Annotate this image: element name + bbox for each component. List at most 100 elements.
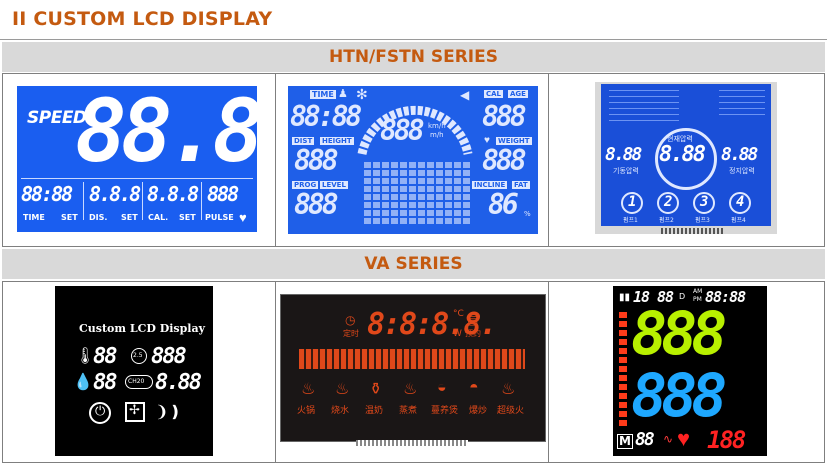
kettle-icon: ♨ — [335, 381, 350, 398]
time-digits: 88:88 — [290, 100, 362, 133]
function-label: 蒸煮 — [399, 406, 418, 416]
matrix-segment — [382, 210, 389, 216]
reserve-icon: ▤ — [467, 313, 479, 327]
function-label: 火锅 — [297, 406, 316, 416]
power-icon: ⏻ — [89, 402, 111, 424]
battery-icon: ▮▮ — [619, 292, 631, 303]
cal-digits: 888 — [482, 100, 527, 133]
matrix-segment — [373, 202, 380, 208]
matrix-segment — [445, 162, 452, 168]
speaker-icon: ◀ — [460, 88, 470, 102]
matrix-segment — [418, 202, 425, 208]
matrix-segment — [436, 202, 443, 208]
function-label: 温奶 — [365, 406, 384, 416]
weight-digits: 888 — [482, 144, 527, 177]
matrix-segment — [454, 162, 461, 168]
matrix-segment — [364, 210, 371, 216]
matrix-segment — [382, 162, 389, 168]
matrix-segment — [400, 178, 407, 184]
clock-digits: 88:88 — [705, 288, 746, 306]
matrix-segment — [400, 194, 407, 200]
humidity-digits: 88 — [93, 370, 117, 395]
matrix-segment — [427, 210, 434, 216]
matrix-segment — [400, 202, 407, 208]
set-label: SET — [179, 213, 196, 222]
matrix-segment — [382, 170, 389, 176]
ch2o-badge: CH20 — [125, 375, 153, 389]
va-cell-3: ▮▮ 18 88 D AM PM 88:88 888 888 M 88 ∿ ♥ … — [549, 282, 824, 462]
pm25-badge: 2.5 — [131, 348, 147, 364]
fire-icon: ♨ — [501, 381, 516, 398]
matrix-segment — [373, 170, 380, 176]
page-heading: II CUSTOM LCD DISPLAY — [0, 0, 827, 40]
matrix-segment — [373, 210, 380, 216]
pulse-digits: 888 — [207, 182, 239, 206]
heart-icon: ♥ — [484, 135, 490, 146]
matrix-segment — [454, 186, 461, 192]
matrix-segment — [391, 170, 398, 176]
divider — [21, 178, 253, 179]
va-row: Custom LCD Display 🌡 88 2.5 888 💧 88 CH2… — [2, 281, 825, 463]
matrix-segment — [427, 186, 434, 192]
matrix-segment — [364, 170, 371, 176]
matrix-segment — [445, 202, 452, 208]
va-cell-1: Custom LCD Display 🌡 88 2.5 888 💧 88 CH2… — [3, 282, 276, 462]
matrix-segment — [391, 202, 398, 208]
matrix-segment — [391, 194, 398, 200]
matrix-segment — [400, 186, 407, 192]
left-pressure-digits: 8.88 — [605, 144, 642, 165]
matrix-segment — [445, 170, 452, 176]
connector-pins — [356, 440, 468, 446]
cal-label: CAL. — [148, 213, 169, 222]
matrix-segment — [364, 178, 371, 184]
am-label: AM — [693, 288, 703, 295]
function-label: 蔓养煲 — [431, 406, 459, 416]
stop-pressure-label: 정지압력 — [729, 167, 755, 175]
matrix-segment — [445, 218, 452, 224]
matrix-segment — [463, 170, 470, 176]
va-series-header: VA SERIES — [2, 249, 825, 279]
matrix-segment — [454, 202, 461, 208]
matrix-segment — [409, 162, 416, 168]
matrix-segment — [418, 194, 425, 200]
pump-dial: 2 — [657, 192, 679, 214]
center-ring — [655, 128, 717, 190]
matrix-segment — [382, 202, 389, 208]
level-bar — [619, 312, 627, 428]
treadmill-lcd-image: TIME ♟ ✻ 88:88 DIST HEIGHT 888 PROG LEVE… — [288, 86, 538, 234]
pump-dial: 3 — [693, 192, 715, 214]
matrix-segment — [454, 178, 461, 184]
pump-label: 펌프4 — [731, 217, 746, 224]
matrix-segment — [391, 178, 398, 184]
divider — [83, 182, 84, 220]
pressure-lcd-image: 현재압력 8.88 8.88 기동압력 8.88 정지압력 1 2 3 4 펌프… — [601, 84, 771, 226]
days-digits-2: 88 — [657, 288, 674, 306]
matrix-segment — [427, 170, 434, 176]
matrix-segment — [463, 210, 470, 216]
speed-lcd-image: SPEED 88.8 88:88 8.8.8 8.8.8 888 TIME SE… — [17, 86, 257, 232]
matrix-segment — [436, 170, 443, 176]
matrix-segment — [463, 186, 470, 192]
matrix-segment — [427, 218, 434, 224]
matrix-segment — [364, 218, 371, 224]
level-label: LEVEL — [320, 181, 348, 189]
pump-label: 펌프2 — [659, 217, 674, 224]
top-big-digits: 888 — [631, 299, 727, 369]
matrix-segment — [409, 194, 416, 200]
right-pressure-digits: 8.88 — [721, 144, 758, 165]
dis-label: DIS. — [89, 213, 108, 222]
matrix-segment — [364, 186, 371, 192]
matrix-segment — [409, 210, 416, 216]
dis-digits: 8.8.8 — [89, 182, 141, 206]
height-label: HEIGHT — [320, 137, 354, 145]
matrix-segment — [427, 162, 434, 168]
matrix-segment — [454, 194, 461, 200]
wok-icon: ◓ — [469, 379, 479, 396]
incline-digits: 86 — [488, 188, 519, 221]
matrix-segment — [445, 194, 452, 200]
unit-mh: m/h — [430, 131, 444, 139]
matrix-segment — [427, 202, 434, 208]
prog-label: PROG — [292, 181, 319, 189]
htn-series-title: HTN/FSTN SERIES — [329, 47, 498, 67]
